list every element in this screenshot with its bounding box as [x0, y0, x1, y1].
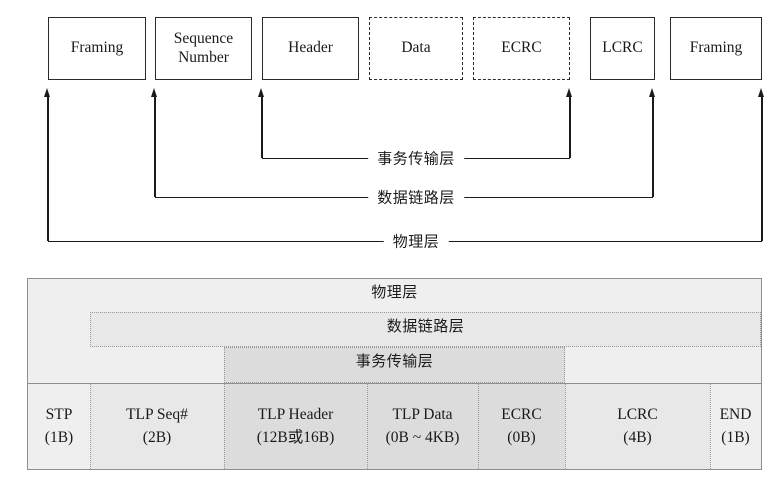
panel-band-transaction: 事务传输层 [224, 347, 565, 383]
packet-field-label: LCRC [602, 39, 643, 57]
packet-field-framing-tail: Framing [670, 17, 762, 80]
panel-cell-size: (1B) [721, 428, 750, 446]
arrow-head-physical-left [44, 88, 51, 97]
cell-divider-6 [710, 384, 711, 469]
cell-divider-4 [478, 384, 479, 469]
arrow-head-transaction-right [566, 88, 573, 97]
panel-separator-rule [28, 383, 761, 385]
bracket-label-datalink: 数据链路层 [368, 186, 464, 208]
packet-field-label: Header [288, 39, 333, 57]
panel-cell-tlp-data: TLP Data (0B ~ 4KB) [367, 384, 478, 469]
panel-cell-stp: STP (1B) [28, 384, 90, 469]
arrow-head-datalink-left [151, 88, 158, 97]
panel-cell-size: (4B) [623, 428, 652, 446]
arrow-stem-physical-right [761, 96, 763, 241]
cell-divider-5 [565, 384, 566, 469]
panel-cell-size: (0B) [507, 428, 536, 446]
packet-field-data: Data [369, 17, 463, 80]
arrow-stem-datalink-right [652, 96, 654, 197]
panel-cell-name: LCRC [617, 406, 658, 424]
packet-field-framing-head: Framing [48, 17, 146, 80]
cell-divider-2 [224, 384, 225, 469]
arrow-stem-transaction-left [261, 96, 263, 158]
panel-cell-name: END [719, 406, 752, 424]
panel-cell-name: STP [45, 406, 73, 424]
packet-field-label: Framing [689, 39, 743, 57]
panel-cell-name: TLP Seq# [126, 406, 188, 424]
panel-cell-tlp-seq: TLP Seq# (2B) [90, 384, 224, 469]
bracket-label-physical: 物理层 [383, 230, 449, 252]
panel-cell-end: END (1B) [710, 384, 761, 469]
packet-field-lcrc: LCRC [590, 17, 655, 80]
panel-cell-name: TLP Data [392, 406, 453, 424]
panel-band-datalink: 数据链路层 [90, 312, 761, 347]
packet-field-ecrc: ECRC [473, 17, 570, 80]
panel-cell-size: (2B) [142, 428, 172, 446]
panel-cell-size: (12B或16B) [256, 428, 335, 446]
panel-band-label-datalink: 数据链路层 [386, 319, 465, 335]
panel-cell-tlp-header: TLP Header (12B或16B) [224, 384, 367, 469]
arrow-stem-datalink-left [154, 96, 156, 197]
arrow-stem-physical-left [47, 96, 49, 241]
panel-cell-ecrc: ECRC (0B) [478, 384, 565, 469]
panel-cell-name: TLP Header [257, 406, 334, 424]
packet-field-label: Framing [70, 39, 124, 57]
arrow-head-transaction-left [258, 88, 265, 97]
panel-band-label-physical: 物理层 [371, 285, 418, 301]
panel-cell-size: (0B ~ 4KB) [385, 428, 460, 446]
cell-divider-3 [367, 384, 368, 469]
packet-field-label: ECRC [501, 39, 542, 57]
packet-field-header: Header [262, 17, 359, 80]
panel-band-physical: 物理层 [28, 279, 761, 313]
panel-band-label-transaction: 事务传输层 [355, 354, 434, 370]
panel-cell-lcrc: LCRC (4B) [565, 384, 710, 469]
cell-divider-1 [90, 384, 91, 469]
panel-cell-name: ECRC [501, 406, 542, 424]
arrow-head-datalink-right [649, 88, 656, 97]
panel-cell-size: (1B) [44, 428, 74, 446]
arrow-head-physical-right [758, 88, 765, 97]
arrow-stem-transaction-right [569, 96, 571, 158]
packet-field-label: Data [401, 39, 431, 57]
layer-panel: 物理层 数据链路层 事务传输层 STP (1B) TLP Seq# (2B) T… [27, 278, 762, 470]
bracket-label-transaction: 事务传输层 [368, 147, 464, 169]
